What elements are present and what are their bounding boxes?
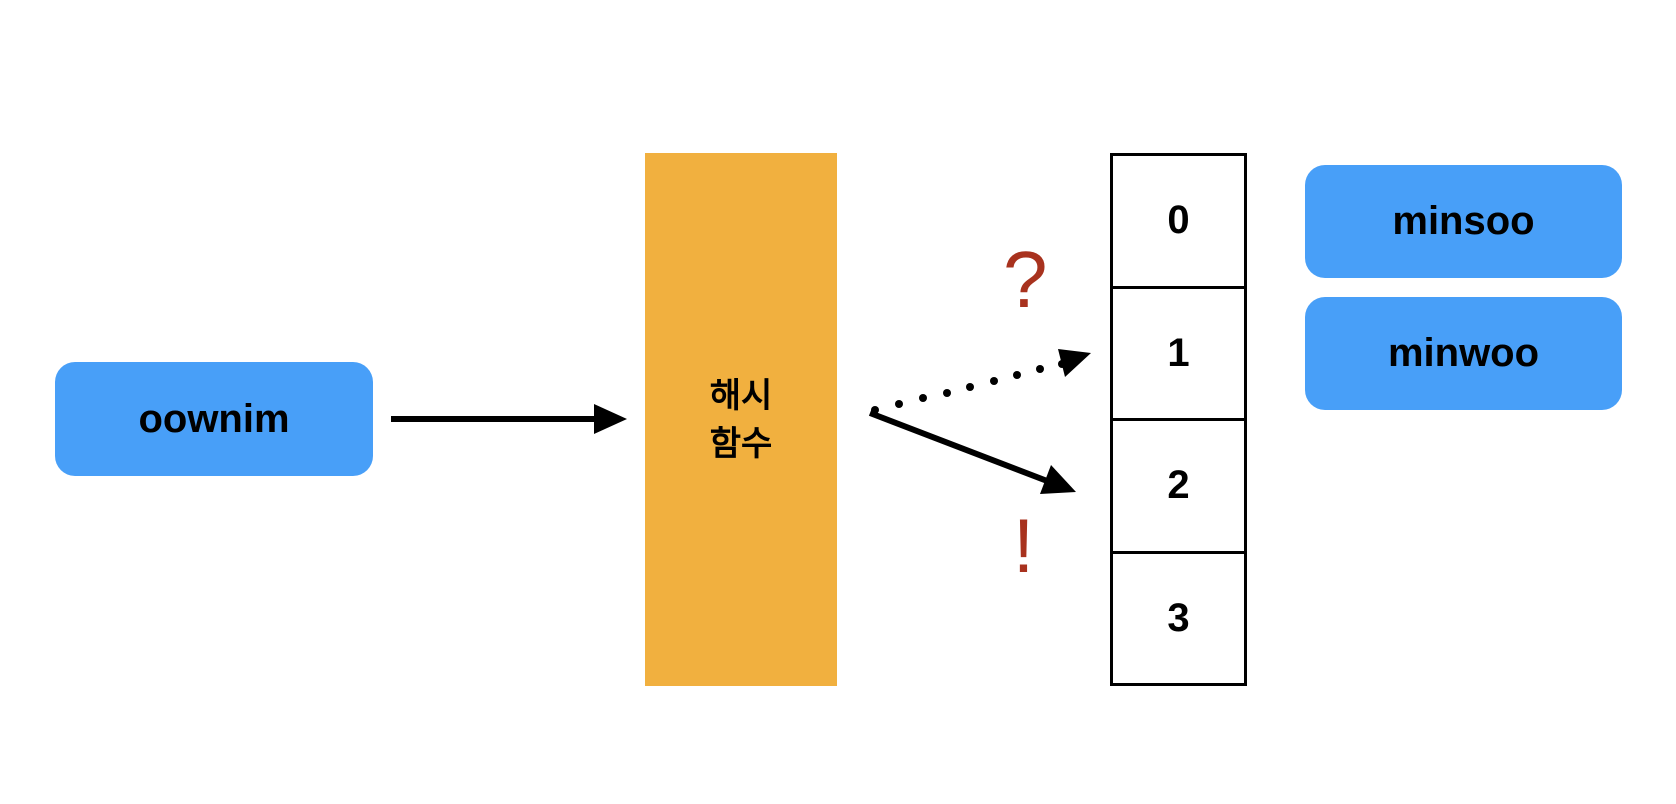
bucket-3: 3 — [1167, 595, 1190, 640]
input-arrow-head — [594, 404, 627, 434]
collision-dotted-arrow — [871, 349, 1091, 414]
bucket-1: 1 — [1113, 289, 1244, 421]
bucket-2: 2 — [1113, 421, 1244, 554]
stored-entry-minwoo: minwoo — [1305, 297, 1622, 410]
bucket-array: 0 1 2 3 — [1110, 153, 1247, 686]
key-box: oownim — [55, 362, 373, 476]
solid-arrow-line — [868, 410, 1057, 487]
solid-arrow-head — [1040, 465, 1076, 494]
exclamation-mark: ! — [1013, 504, 1035, 589]
hash-function-block: 해시 함수 — [645, 153, 837, 686]
hash-function-label: 해시 함수 — [709, 375, 773, 464]
dotted-arrow-head — [1058, 349, 1091, 377]
question-mark: ? — [1003, 235, 1048, 324]
bucket-0: 0 — [1113, 156, 1244, 289]
stored-entry-minsoo: minsoo — [1305, 165, 1622, 278]
